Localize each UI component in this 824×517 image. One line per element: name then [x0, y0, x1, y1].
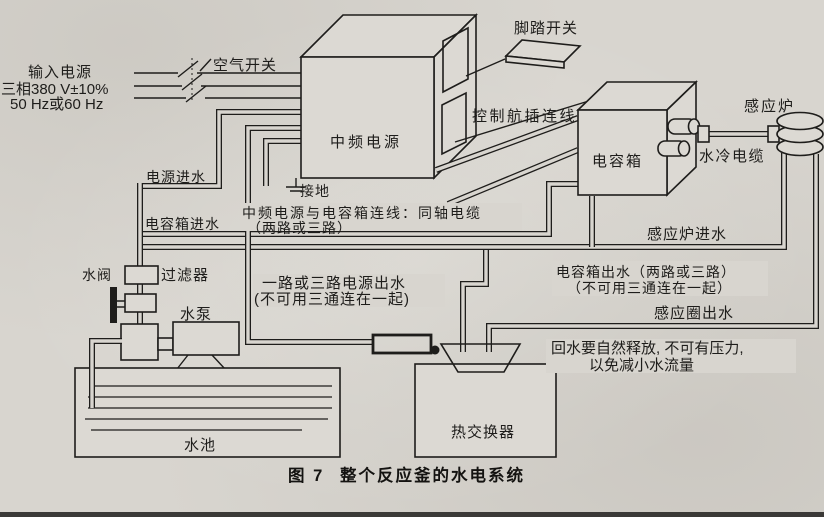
power-inlet-label: 电源进水 [146, 169, 206, 185]
discharge-spout [371, 333, 433, 355]
air-switch-label: 空气开关 [213, 57, 277, 74]
pipe-cap-box-inlet-inner [143, 182, 579, 236]
cap-box-bushing-2-end [677, 140, 691, 157]
heat-exchanger-body [414, 363, 557, 458]
input-power-line1: 输入电源 [28, 64, 92, 81]
coax-label-line1: 中频电源与电容箱连线：同轴电缆 [242, 205, 482, 221]
mf-box-side-panel-bottom [441, 91, 467, 156]
furnace-inlet-label: 感应炉进水 [647, 225, 727, 243]
discharge-outlet-dot [430, 345, 440, 355]
pool-tank [74, 367, 341, 458]
pump-legs [176, 354, 226, 370]
interbox-cables [434, 99, 593, 207]
heat-exchanger-label: 热交换器 [451, 423, 515, 441]
pipe-power-inlet-2-inner [264, 139, 301, 186]
power-outlet-label-line1: 一路或三路电源出水 [262, 275, 406, 292]
water-cooled-cable-label: 水冷电缆 [699, 148, 765, 165]
return-note-line2: 以免减小水流量 [589, 357, 694, 374]
coax-cable-1-inner [435, 116, 579, 172]
pump-body [172, 321, 240, 356]
cap-box-inlet-label: 电容箱进水 [145, 216, 220, 232]
figure-caption-title: 整个反应釜的水电系统 [340, 465, 525, 485]
furnace-assembly [697, 111, 824, 157]
ground-label: 接地 [300, 183, 330, 199]
pipe-power-inlet-inner [143, 110, 301, 188]
coax-label-bg [240, 203, 522, 231]
pump-coupling [157, 337, 174, 351]
pipe-cap-box-outlet-inner [461, 196, 594, 352]
air-switch-pointer-tick [199, 58, 212, 72]
mf-power-supply-label: 中频电源 [330, 134, 402, 151]
induction-coil-turn-1 [776, 111, 824, 131]
mf-power-supply-box [286, 13, 478, 192]
pipe-network [137, 109, 819, 352]
pipe-pool-suction-inner [90, 339, 122, 408]
return-note-line1: 回水要自然释放, 不可有压力, [551, 340, 744, 357]
power-outlet-label-line2: (不可用三通连在一起) [254, 291, 410, 308]
filter-body-2 [124, 293, 157, 313]
scan-edge-bar [0, 512, 824, 517]
control-cable-line [454, 99, 593, 143]
pipe-power-outlet-inner [246, 126, 373, 344]
switch-blade-2 [181, 73, 203, 91]
pump-assembly [110, 265, 240, 370]
input-power-line3: 50 Hz或60 Hz [10, 96, 103, 113]
control-cable-label: 控制航插连线 [472, 108, 577, 125]
power-outlet-label-bg [253, 274, 445, 307]
coil-outlet-label: 感应圈出水 [654, 304, 734, 322]
foot-switch-label: 脚踏开关 [514, 20, 578, 37]
coax-label-line2: （两路或三路） [247, 220, 352, 236]
heat-exchanger-assembly [371, 333, 557, 458]
label-backgrounds [240, 203, 796, 373]
mf-box-front-face [300, 56, 435, 179]
foot-switch-wire [465, 58, 506, 77]
switch-blade-3 [185, 85, 207, 103]
water-valve-handle [110, 287, 117, 323]
induction-furnace-label: 感应炉 [744, 97, 795, 115]
water-pool [74, 338, 341, 458]
mf-box-side-panel-top [442, 26, 469, 94]
water-pool-label: 水池 [184, 437, 216, 454]
filter-label: 过滤器 [161, 267, 209, 284]
pool-water-lines [85, 385, 332, 431]
cap-outlet-label-line1: 电容箱出水（两路或三路） [556, 264, 736, 280]
figure-caption-number: 图 7 [288, 466, 324, 485]
foot-switch-plate-edge [505, 55, 565, 69]
cap-box-front-face [577, 109, 668, 196]
coax-cable-2-inner [447, 148, 579, 206]
ground-symbol [286, 178, 306, 192]
cable-clamp-left [697, 125, 710, 143]
capacitor-box-label: 电容箱 [592, 153, 643, 170]
cap-outlet-label-bg [552, 261, 768, 296]
filter-body-1 [124, 265, 159, 285]
cap-outlet-label-line2: （不可用三通连在一起） [567, 280, 732, 296]
three-phase-lines [134, 58, 301, 103]
switch-blade-1 [177, 60, 199, 78]
return-funnel [439, 343, 522, 373]
pipe-coil-outlet-inner [487, 154, 818, 352]
pipe-furnace-inlet-inner [140, 153, 786, 249]
input-power-line2: 三相380 V±10% [1, 81, 108, 98]
water-valve-label: 水阀 [82, 267, 112, 283]
capacitor-box [576, 80, 701, 197]
water-pump-label: 水泵 [180, 306, 212, 323]
foot-switch [465, 39, 582, 77]
return-note-bg [546, 339, 796, 373]
pump-inlet-housing [120, 323, 159, 361]
